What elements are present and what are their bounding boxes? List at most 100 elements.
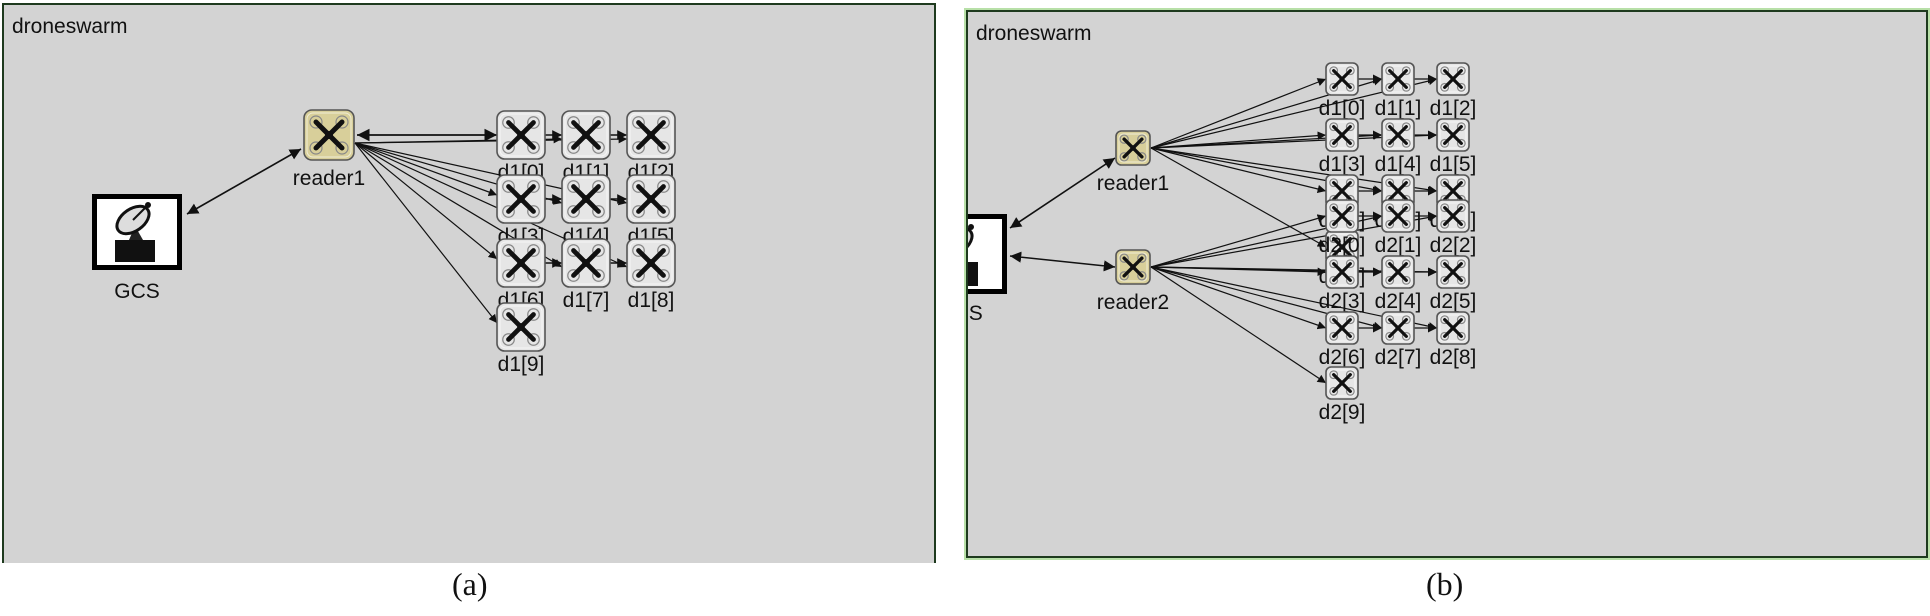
drone-node[interactable] bbox=[561, 238, 611, 288]
drone-label: d2[0] bbox=[1319, 234, 1366, 257]
quadcopter-icon bbox=[1440, 66, 1466, 92]
link-edge bbox=[1150, 78, 1327, 149]
quadcopter-icon bbox=[632, 244, 670, 282]
quadcopter-icon bbox=[309, 115, 349, 155]
drone-node[interactable] bbox=[1325, 118, 1359, 152]
link-edge bbox=[1150, 147, 1327, 194]
panel-a-title: droneswarm bbox=[12, 15, 128, 38]
drone-label: d1[7] bbox=[563, 289, 610, 312]
drone-node[interactable] bbox=[1381, 255, 1415, 289]
reader1-node[interactable] bbox=[303, 109, 355, 161]
quadcopter-icon bbox=[1385, 178, 1411, 204]
drone-label: d2[9] bbox=[1319, 401, 1366, 424]
drone-node[interactable] bbox=[1381, 118, 1415, 152]
reader1-node[interactable] bbox=[1115, 130, 1151, 166]
drone-node[interactable] bbox=[496, 238, 546, 288]
drone-node[interactable] bbox=[496, 110, 546, 160]
panel-b-canvas: droneswarm GCSreader1reader2d1[0]d1[1]d1… bbox=[966, 10, 1928, 558]
quadcopter-icon bbox=[502, 244, 540, 282]
panel-b-title: droneswarm bbox=[976, 22, 1092, 45]
drone-label: d2[4] bbox=[1375, 290, 1422, 313]
drone-node[interactable] bbox=[626, 110, 676, 160]
drone-label: d2[3] bbox=[1319, 290, 1366, 313]
reader1-label: reader1 bbox=[1097, 172, 1169, 195]
drone-node[interactable] bbox=[561, 110, 611, 160]
quadcopter-icon bbox=[567, 244, 605, 282]
drone-node[interactable] bbox=[1325, 255, 1359, 289]
drone-node[interactable] bbox=[1436, 174, 1470, 208]
quadcopter-icon bbox=[1329, 203, 1355, 229]
satellite-dish-icon bbox=[115, 202, 155, 262]
drone-node[interactable] bbox=[1381, 199, 1415, 233]
drone-node[interactable] bbox=[1325, 62, 1359, 96]
link-edge bbox=[1009, 251, 1116, 272]
drone-label: d2[2] bbox=[1430, 234, 1477, 257]
quadcopter-icon bbox=[1329, 370, 1355, 396]
drone-label: d2[6] bbox=[1319, 346, 1366, 369]
drone-label: d1[0] bbox=[1319, 97, 1366, 120]
drone-label: d2[8] bbox=[1430, 346, 1477, 369]
quadcopter-icon bbox=[1440, 122, 1466, 148]
drone-node[interactable] bbox=[496, 302, 546, 352]
drone-node[interactable] bbox=[1381, 62, 1415, 96]
quadcopter-icon bbox=[1385, 259, 1411, 285]
drone-node[interactable] bbox=[626, 174, 676, 224]
quadcopter-icon bbox=[1119, 253, 1147, 281]
caption-a: (a) bbox=[452, 566, 488, 602]
quadcopter-icon bbox=[1329, 66, 1355, 92]
gcs-node[interactable] bbox=[92, 194, 182, 270]
drone-label: d2[1] bbox=[1375, 234, 1422, 257]
drone-node[interactable] bbox=[1436, 199, 1470, 233]
quadcopter-icon bbox=[1440, 203, 1466, 229]
link-edge bbox=[1009, 157, 1116, 229]
gcs-node[interactable] bbox=[968, 214, 1007, 294]
link-edge bbox=[1150, 214, 1327, 268]
quadcopter-icon bbox=[502, 180, 540, 218]
quadcopter-icon bbox=[632, 116, 670, 154]
drone-node[interactable] bbox=[626, 238, 676, 288]
quadcopter-icon bbox=[502, 308, 540, 346]
caption-b: (b) bbox=[1426, 566, 1464, 602]
drone-node[interactable] bbox=[1436, 311, 1470, 345]
drone-node[interactable] bbox=[561, 174, 611, 224]
quadcopter-icon bbox=[1329, 315, 1355, 341]
network-diagram-b: GCSreader1reader2d1[0]d1[1]d1[2]d1[3]d1[… bbox=[968, 62, 1477, 424]
drone-label: d2[7] bbox=[1375, 346, 1422, 369]
drone-label: d1[4] bbox=[1375, 153, 1422, 176]
quadcopter-icon bbox=[1385, 315, 1411, 341]
link-edge bbox=[354, 142, 498, 260]
drone-label: d1[3] bbox=[1319, 153, 1366, 176]
drone-node[interactable] bbox=[1436, 62, 1470, 96]
quadcopter-icon bbox=[1440, 315, 1466, 341]
link-edge bbox=[1150, 147, 1327, 248]
link-edge bbox=[1150, 266, 1327, 384]
quadcopter-icon bbox=[1385, 203, 1411, 229]
drone-node[interactable] bbox=[1436, 255, 1470, 289]
drone-node[interactable] bbox=[1381, 311, 1415, 345]
quadcopter-icon bbox=[1329, 122, 1355, 148]
reader1-label: reader1 bbox=[293, 167, 365, 190]
link-edge bbox=[1150, 266, 1327, 330]
quadcopter-icon bbox=[632, 180, 670, 218]
satellite-dish-icon bbox=[968, 224, 978, 286]
drone-node[interactable] bbox=[1325, 366, 1359, 400]
drone-node[interactable] bbox=[1325, 199, 1359, 233]
quadcopter-icon bbox=[1385, 66, 1411, 92]
reader2-label: reader2 bbox=[1097, 291, 1169, 314]
link-edge bbox=[186, 148, 302, 215]
drone-label: d2[5] bbox=[1430, 290, 1477, 313]
reader2-node[interactable] bbox=[1115, 249, 1151, 285]
drone-node[interactable] bbox=[1325, 174, 1359, 208]
drone-node[interactable] bbox=[1325, 311, 1359, 345]
drone-label: d1[1] bbox=[1375, 97, 1422, 120]
quadcopter-icon bbox=[1119, 134, 1147, 162]
quadcopter-icon bbox=[1440, 259, 1466, 285]
drone-node[interactable] bbox=[1325, 230, 1359, 264]
drone-label: d1[5] bbox=[1430, 153, 1477, 176]
link-edge bbox=[354, 142, 498, 197]
drone-node[interactable] bbox=[496, 174, 546, 224]
drone-label: d1[8] bbox=[628, 289, 675, 312]
drone-node[interactable] bbox=[1436, 118, 1470, 152]
